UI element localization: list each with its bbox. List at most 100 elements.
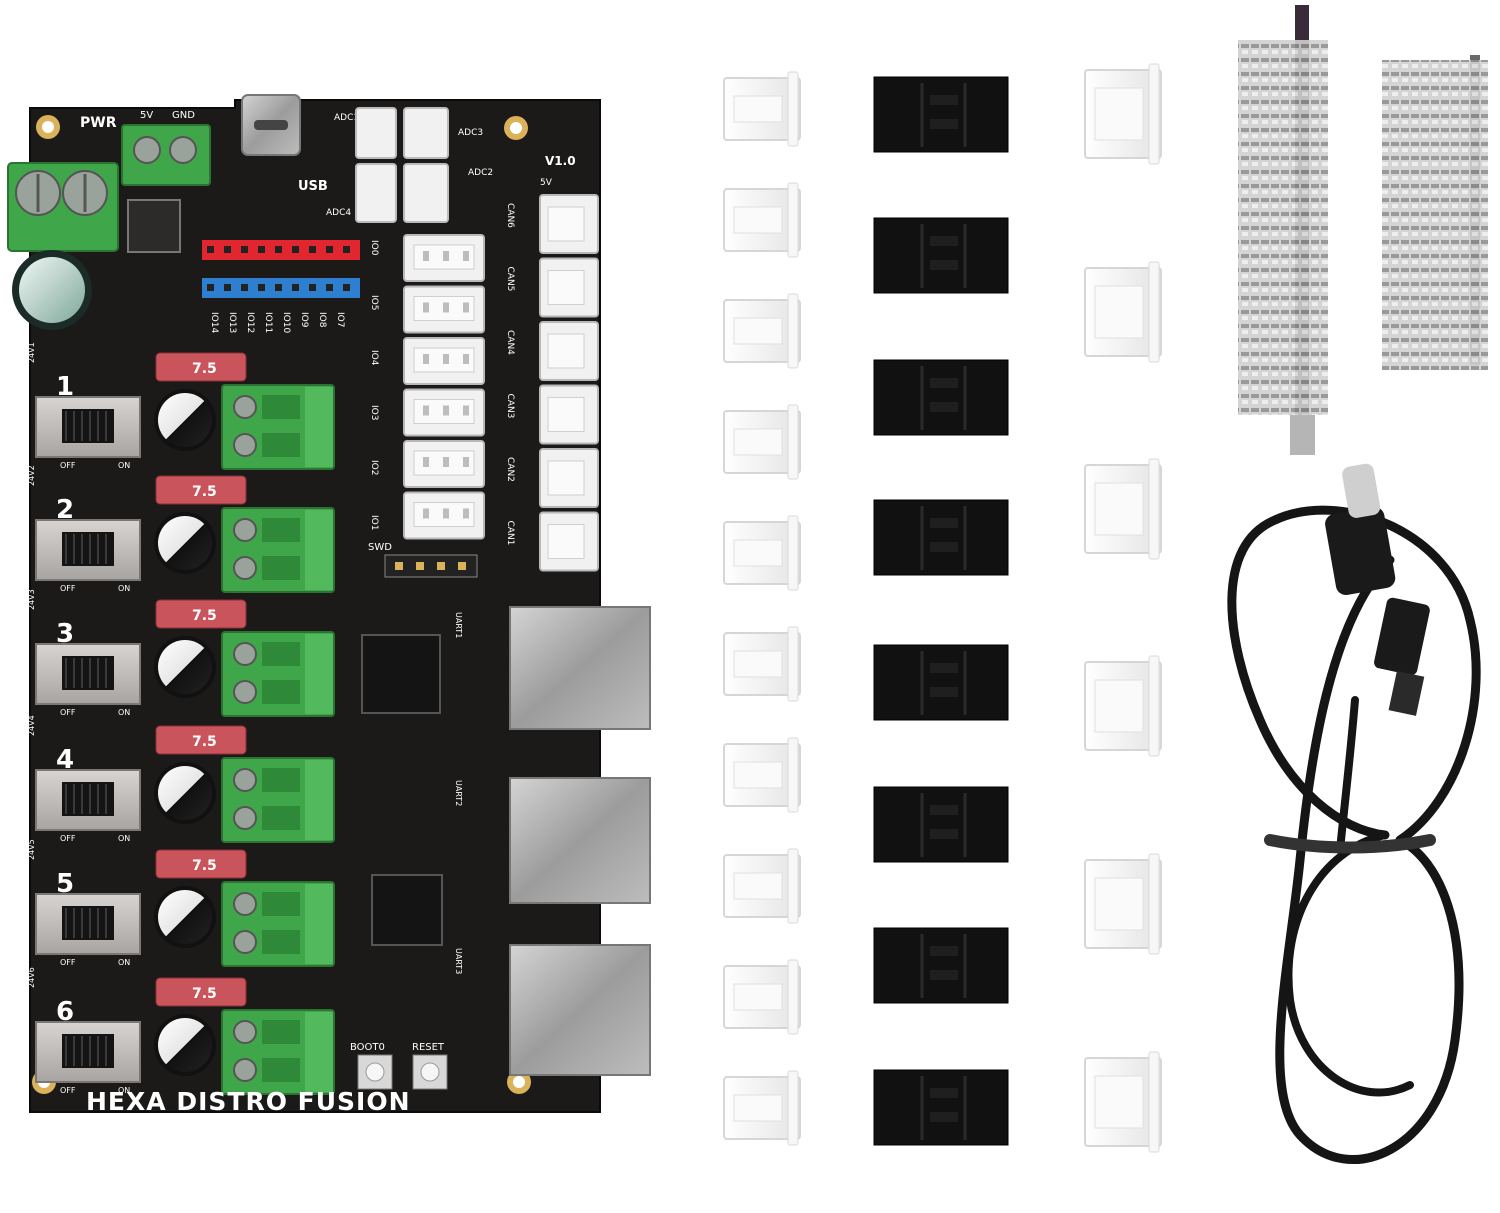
- adc-connectors: [355, 107, 449, 223]
- can-port-can6: CAN6: [505, 194, 599, 254]
- usb-c-plug: [1325, 463, 1396, 595]
- channel-capacitor: [154, 1014, 216, 1076]
- channel-switch[interactable]: [35, 519, 141, 581]
- can-label: CAN2: [505, 457, 515, 482]
- io-side-label: IO4: [369, 350, 379, 366]
- channel-capacitor: [154, 762, 216, 824]
- io-top-label: IO11: [263, 312, 273, 333]
- uart-label: UART3: [454, 948, 463, 974]
- channel-voltage-label: 24V5: [27, 839, 36, 860]
- white-jst-connector: [723, 71, 801, 147]
- adc2-label: ADC2: [468, 168, 493, 178]
- white-jst-connector: [723, 1070, 801, 1146]
- io-top-label: IO13: [227, 312, 237, 333]
- channel-output-terminal: [221, 757, 335, 843]
- io-top-label: IO9: [299, 312, 309, 328]
- 5v-small-label: 5V: [540, 178, 553, 188]
- white-jst-connector: [1084, 63, 1162, 165]
- crimp-terminal-strip-1: [1238, 5, 1328, 455]
- channel-output-terminal: [221, 881, 335, 967]
- usb-a-plug: [1374, 597, 1430, 716]
- board-name: HEXA DISTRO FUSION: [86, 1087, 411, 1116]
- white-jst-connector: [1084, 1051, 1162, 1153]
- channel-switch[interactable]: [35, 1021, 141, 1083]
- mcu-chip: [361, 634, 441, 714]
- fuse-rating: 7.5: [192, 608, 217, 624]
- swd-header: [384, 554, 478, 578]
- fuse-rating: 7.5: [192, 361, 217, 377]
- channel-output-terminal: [221, 631, 335, 717]
- switch-on-label: ON: [118, 708, 130, 717]
- switch-off-label: OFF: [60, 461, 76, 470]
- can-port-can3: CAN3: [505, 384, 599, 445]
- black-dupont-housing: [873, 76, 1009, 153]
- black-dupont-housing: [873, 1069, 1009, 1146]
- fuse-rating: 7.5: [192, 858, 217, 874]
- sensor-jst-connector: [403, 234, 485, 282]
- channel-switch[interactable]: [35, 396, 141, 458]
- channel-voltage-label: 24V1: [27, 342, 36, 363]
- black-dupont-housing: [873, 217, 1009, 294]
- white-jst-connector: [723, 848, 801, 924]
- fuse: 7.5: [155, 849, 247, 879]
- rj45-port-1: [509, 606, 651, 730]
- second-chip: [371, 874, 443, 946]
- rj45-port-3: [509, 944, 651, 1076]
- switch-on-label: ON: [118, 1086, 130, 1095]
- channel-capacitor: [154, 636, 216, 698]
- gnd-label: GND: [172, 110, 195, 121]
- swd-label: SWD: [368, 542, 392, 553]
- white-jst-connector: [723, 515, 801, 591]
- 5v-output-terminal: [121, 124, 211, 186]
- channel-number: 1: [56, 372, 74, 402]
- can-port-can2: CAN2: [505, 448, 599, 508]
- white-jst-connector: [1084, 458, 1162, 560]
- fuse: 7.5: [155, 352, 247, 382]
- io-top-label: IO8: [317, 312, 327, 328]
- uart-label: UART1: [454, 612, 463, 638]
- bulk-capacitor: [12, 250, 92, 330]
- can-label: CAN4: [505, 330, 515, 355]
- reset-button[interactable]: [412, 1054, 448, 1090]
- sensor-jst-connector: [403, 491, 485, 540]
- channel-output-terminal: [221, 384, 335, 470]
- channel-number: 6: [56, 997, 74, 1027]
- black-dupont-housing: [873, 927, 1009, 1004]
- channel-capacitor: [154, 886, 216, 948]
- white-jst-connector: [1084, 261, 1162, 363]
- channel-switch[interactable]: [35, 643, 141, 705]
- fuse: 7.5: [155, 599, 247, 629]
- can-label: CAN5: [505, 267, 515, 292]
- white-jst-connector: [1084, 655, 1162, 757]
- pwr-label: PWR: [80, 115, 117, 131]
- boot-button[interactable]: [357, 1054, 393, 1090]
- white-jst-connector: [723, 182, 801, 258]
- channel-switch[interactable]: [35, 769, 141, 831]
- reset-label: RESET: [412, 1042, 445, 1053]
- io-side-label: IO3: [369, 405, 379, 420]
- can-label: CAN6: [505, 203, 515, 228]
- channel-output-terminal: [221, 507, 335, 593]
- sensor-jst-connector: [403, 285, 485, 334]
- sensor-jst-connector: [403, 337, 485, 385]
- black-dupont-housing: [873, 644, 1009, 721]
- channel-number: 2: [56, 495, 74, 525]
- uart-label: UART2: [454, 780, 463, 806]
- channel-switch[interactable]: [35, 893, 141, 955]
- adc4-label: ADC4: [326, 208, 351, 218]
- white-jst-connector: [723, 959, 801, 1035]
- white-jst-connector: [723, 404, 801, 480]
- channel-capacitor: [154, 389, 216, 451]
- black-dupont-housing: [873, 786, 1009, 863]
- switch-on-label: ON: [118, 834, 130, 843]
- channel-voltage-label: 24V6: [27, 967, 36, 988]
- boot-label: BOOT0: [350, 1042, 385, 1053]
- fuse: 7.5: [155, 977, 247, 1007]
- can-port-can1: CAN1: [505, 511, 599, 572]
- sensor-jst-connector: [403, 388, 485, 437]
- switch-off-label: OFF: [60, 834, 76, 843]
